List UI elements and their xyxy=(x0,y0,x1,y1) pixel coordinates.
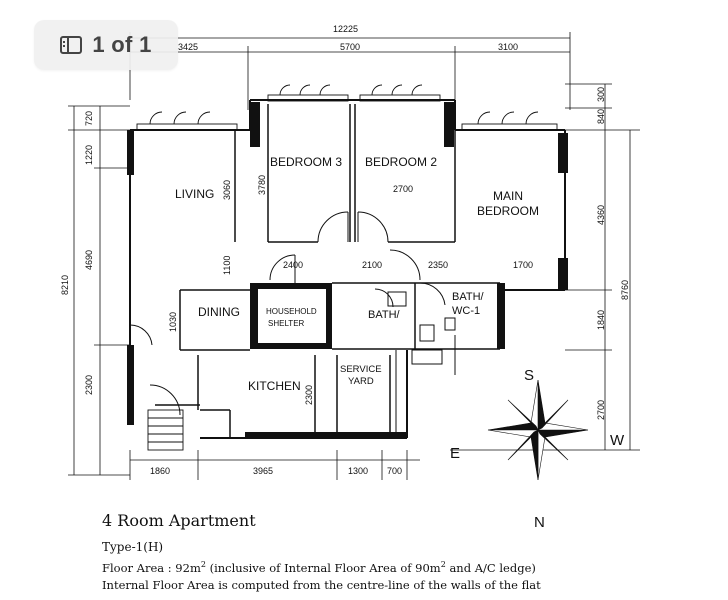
dim-right-1: 840 xyxy=(596,109,606,124)
entrance-stair xyxy=(147,409,184,451)
dim-right-total: 8760 xyxy=(620,280,630,300)
label-service-1: SERVICE xyxy=(340,364,382,375)
dim-right-2: 300 xyxy=(596,87,606,102)
label-bedroom3: BEDROOM 3 xyxy=(270,155,342,169)
caption-sq-1: 2 xyxy=(200,560,206,569)
dim-right-5: 2700 xyxy=(596,400,606,420)
right-dimensions xyxy=(450,83,640,451)
dim-top-2: 5700 xyxy=(340,42,360,52)
dim-int-1700: 1700 xyxy=(513,260,533,270)
dim-top-1: 3425 xyxy=(178,42,198,52)
caption-area-b: (inclusive of Internal Floor Area of 90m xyxy=(205,560,441,575)
dim-bottom-2: 3965 xyxy=(253,466,273,476)
dim-bottom-4: 700 xyxy=(387,466,402,476)
page-indicator-text: 1 of 1 xyxy=(92,32,152,57)
label-bath2-2: WC-1 xyxy=(452,305,480,317)
dim-int-3060: 3060 xyxy=(222,180,232,200)
inner-walls xyxy=(155,104,500,439)
dim-left-4: 2300 xyxy=(84,375,94,395)
dim-left-1: 720 xyxy=(84,111,94,126)
label-household-2: SHELTER xyxy=(268,319,305,328)
doors xyxy=(129,211,446,416)
label-main-bedroom-1: MAIN xyxy=(493,189,523,203)
label-bedroom2: BEDROOM 2 xyxy=(365,155,437,169)
caption-area-a: Floor Area : 92m xyxy=(102,560,201,575)
caption-area: Floor Area : 92m2 (inclusive of Internal… xyxy=(102,560,536,575)
dim-int-2700: 2700 xyxy=(393,184,413,194)
dim-int-2400: 2400 xyxy=(283,260,303,270)
label-bath1: BATH/ xyxy=(368,309,401,321)
label-dining: DINING xyxy=(198,305,240,319)
caption-title: 4 Room Apartment xyxy=(102,511,256,530)
dim-bottom-3: 1300 xyxy=(348,466,368,476)
dim-right-3: 4360 xyxy=(596,205,606,225)
dim-bottom-1: 1860 xyxy=(150,466,170,476)
compass-s: S xyxy=(524,367,534,384)
dim-int-2100: 2100 xyxy=(362,260,382,270)
compass-rose-icon xyxy=(487,379,589,481)
dim-total-width: 12225 xyxy=(333,24,358,34)
label-household-1: HOUSEHOLD xyxy=(266,307,317,316)
thick-walls xyxy=(127,102,568,439)
label-bath2-1: BATH/ xyxy=(452,291,485,303)
caption-note: Internal Floor Area is computed from the… xyxy=(102,578,541,592)
left-dimensions xyxy=(68,105,130,476)
page-icon xyxy=(60,36,83,54)
dim-right-4: 1840 xyxy=(596,310,606,330)
dim-left-3: 4690 xyxy=(84,250,94,270)
dim-top-3: 3100 xyxy=(498,42,518,52)
dim-int-2300: 2300 xyxy=(304,385,314,405)
compass-e: E xyxy=(450,445,460,462)
dim-left-2: 1220 xyxy=(84,145,94,165)
bottom-dimensions xyxy=(129,450,420,480)
windows xyxy=(136,84,558,131)
label-kitchen: KITCHEN xyxy=(248,379,301,393)
label-service-2: YARD xyxy=(348,376,374,387)
dim-int-2350: 2350 xyxy=(428,260,448,270)
dim-int-1100: 1100 xyxy=(222,256,232,275)
dim-int-1030: 1030 xyxy=(168,312,178,332)
caption-type: Type-1(H) xyxy=(102,540,164,554)
bathroom-fixtures xyxy=(387,291,456,432)
compass-w: W xyxy=(610,432,625,449)
outer-walls xyxy=(129,99,566,439)
label-living: LIVING xyxy=(175,187,214,201)
dim-int-3780: 3780 xyxy=(257,175,267,195)
page-indicator[interactable]: 1 of 1 xyxy=(34,20,178,70)
caption-area-c: and A/C ledge) xyxy=(445,560,536,575)
dim-left-total: 8210 xyxy=(60,275,70,295)
compass-n: N xyxy=(534,514,545,531)
label-main-bedroom-2: BEDROOM xyxy=(477,204,539,218)
caption-sq-2: 2 xyxy=(440,560,446,569)
